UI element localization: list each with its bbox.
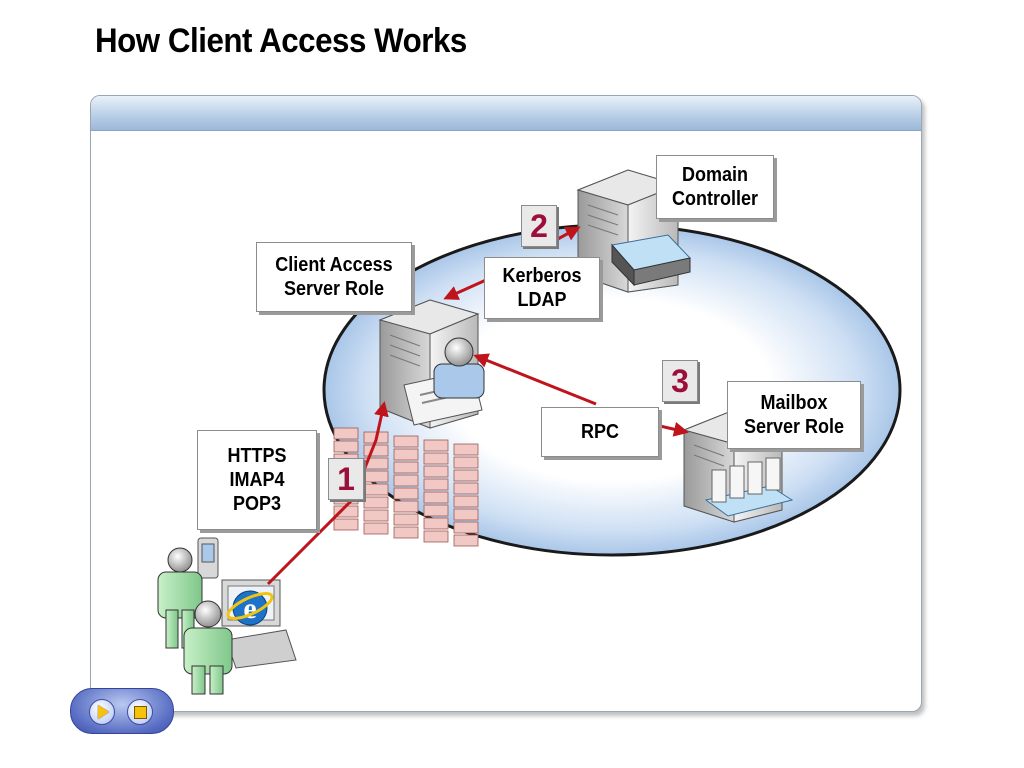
firewall-brick [423,530,449,543]
firewall-brick [453,495,479,508]
arrow-kerberos-to-cas [443,278,487,300]
firewall-brick [453,456,479,469]
arrow-rpc-to-cas [473,353,597,406]
firewall-brick [393,474,419,487]
arrow-client-to-cas [266,401,389,586]
firewall-brick [363,457,389,470]
frame-header-bar [91,96,921,131]
step-3-badge: 3 [662,360,698,402]
firewall-brick [423,491,449,504]
firewall-brick [393,487,419,500]
firewall-brick [333,518,359,531]
firewall-brick [393,448,419,461]
firewall-brick [423,465,449,478]
step-1-badge: 1 [328,458,364,500]
firewall-brick [363,483,389,496]
user-icon [183,600,233,695]
step-2-badge: 2 [521,205,557,247]
firewall-brick [333,440,359,453]
directory-book-icon [611,234,691,287]
mailbox-tray-icon [704,457,794,517]
firewall-brick [423,452,449,465]
firewall-brick [363,522,389,535]
play-button[interactable] [89,699,115,725]
firewall-brick [393,526,419,539]
pda-icon [197,537,219,579]
slide-navigation [70,688,174,734]
arrow-to-domain-controller [555,226,581,242]
firewall-brick [453,521,479,534]
play-icon [98,705,109,719]
firewall-icon [333,427,479,547]
firewall-brick [453,508,479,521]
admin-user-icon [433,337,485,399]
firewall-brick [453,534,479,547]
firewall-brick [453,469,479,482]
firewall-brick [423,478,449,491]
firewall-brick [393,461,419,474]
firewall-brick [453,443,479,456]
firewall-brick [423,504,449,517]
rpc-label: RPC [541,407,659,457]
firewall-brick [363,444,389,457]
stop-icon [133,705,147,719]
firewall-brick [333,427,359,440]
firewall-brick [423,517,449,530]
arrow-rpc-to-mailbox [659,421,689,437]
firewall-brick [453,482,479,495]
firewall-brick [393,513,419,526]
firewall-brick [393,500,419,513]
internet-explorer-icon: e [226,590,274,626]
firewall-brick [363,470,389,483]
stop-button[interactable] [127,699,153,725]
firewall-brick [423,439,449,452]
firewall-brick [363,509,389,522]
page-title: How Client Access Works [95,22,467,60]
firewall-brick [363,496,389,509]
firewall-brick [393,435,419,448]
